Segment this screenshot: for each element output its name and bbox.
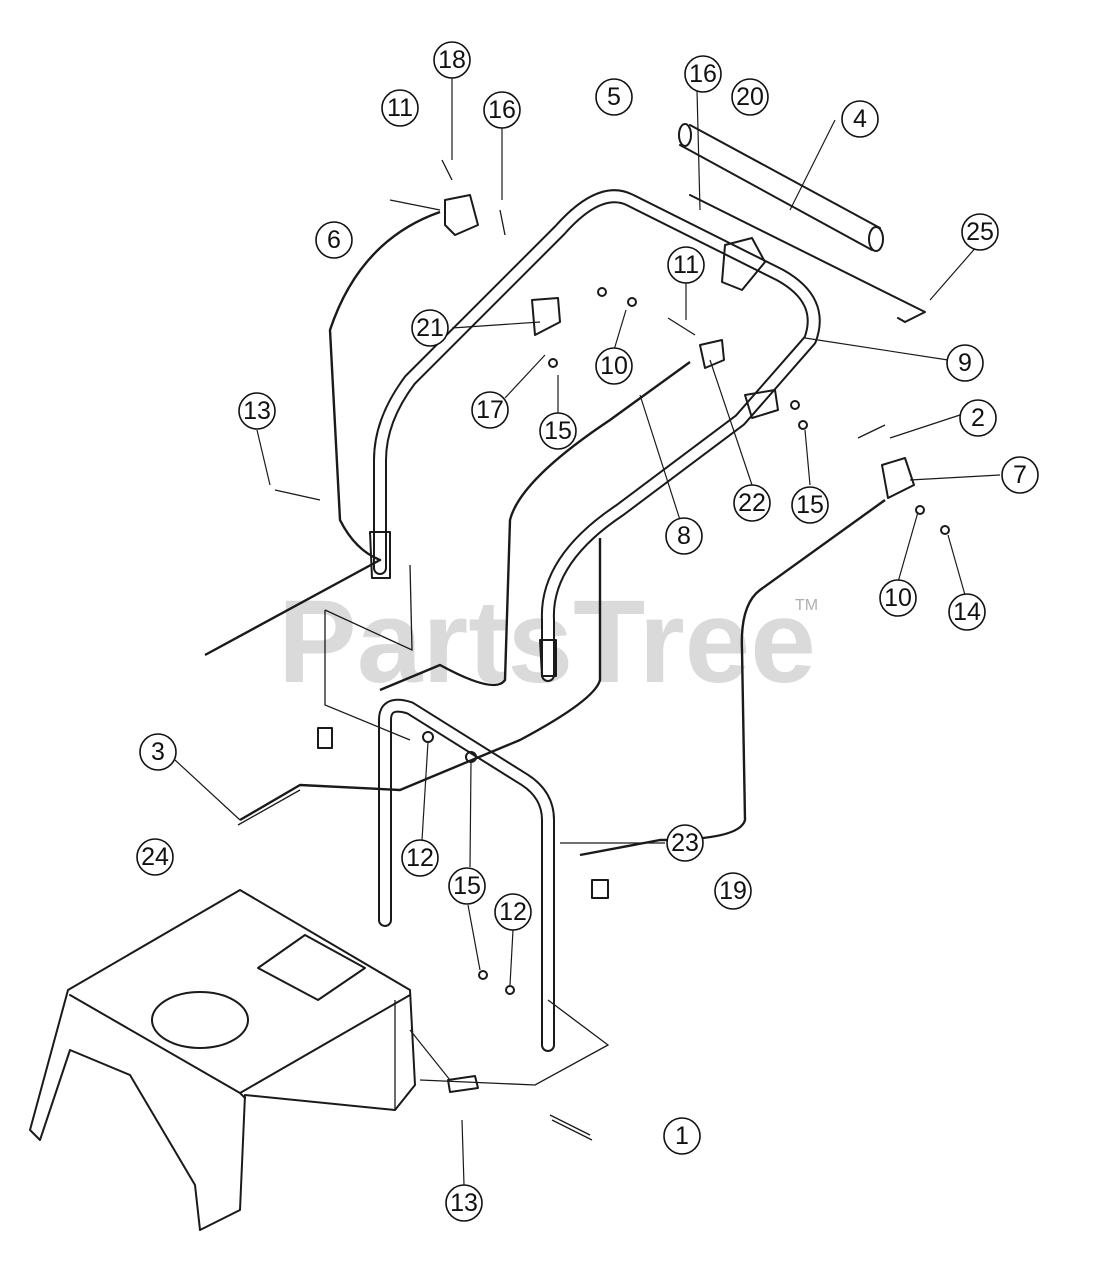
svg-text:19: 19 <box>719 877 747 905</box>
svg-text:12: 12 <box>406 844 434 872</box>
svg-text:4: 4 <box>853 105 867 133</box>
bail-rod <box>689 194 926 323</box>
svg-text:15: 15 <box>453 872 481 900</box>
svg-text:21: 21 <box>416 314 444 342</box>
handle-grip-tube <box>678 123 884 252</box>
callout-3: 3 <box>139 733 177 771</box>
frame-housing <box>29 889 416 1231</box>
callout-9: 9 <box>946 344 984 382</box>
svg-text:11: 11 <box>673 251 699 279</box>
svg-text:3: 3 <box>151 738 165 766</box>
svg-text:16: 16 <box>488 96 516 124</box>
callout-15: 15 <box>791 486 829 524</box>
callout-25: 25 <box>961 213 999 251</box>
svg-text:24: 24 <box>141 843 169 871</box>
callout-6: 6 <box>315 221 353 259</box>
callout-21: 21 <box>411 309 449 347</box>
svg-text:12: 12 <box>499 898 527 926</box>
svg-text:18: 18 <box>438 46 466 74</box>
svg-text:20: 20 <box>736 83 764 111</box>
svg-text:1: 1 <box>675 1122 689 1150</box>
callout-1: 1 <box>663 1117 701 1155</box>
callout-19: 19 <box>714 872 752 910</box>
callout-13: 13 <box>238 392 276 430</box>
svg-text:13: 13 <box>243 397 271 425</box>
svg-text:7: 7 <box>1013 461 1027 489</box>
callout-22: 22 <box>733 484 771 522</box>
control-bracket <box>721 237 766 291</box>
hardware <box>237 159 950 1141</box>
callout-2: 2 <box>959 399 997 437</box>
callout-11: 11 <box>381 89 419 127</box>
svg-text:2: 2 <box>971 404 985 432</box>
svg-text:15: 15 <box>544 417 572 445</box>
callout-24: 24 <box>136 838 174 876</box>
svg-text:11: 11 <box>387 94 413 122</box>
callout-13: 13 <box>445 1184 483 1222</box>
callout-4: 4 <box>841 100 879 138</box>
callout-11: 11 <box>667 246 705 284</box>
svg-text:23: 23 <box>671 829 699 857</box>
callout-10: 10 <box>595 347 633 385</box>
svg-text:14: 14 <box>953 598 981 626</box>
svg-text:8: 8 <box>677 522 691 550</box>
callout-10: 10 <box>879 579 917 617</box>
svg-text:22: 22 <box>738 489 766 517</box>
callout-14: 14 <box>948 593 986 631</box>
svg-text:16: 16 <box>689 60 717 88</box>
watermark-trademark: TM <box>795 597 818 614</box>
callout-5: 5 <box>595 78 633 116</box>
callout-23: 23 <box>666 824 704 862</box>
callout-8: 8 <box>665 517 703 555</box>
callout-20: 20 <box>731 78 769 116</box>
callout-17: 17 <box>471 391 509 429</box>
svg-text:13: 13 <box>450 1189 478 1217</box>
assembly-guides <box>324 564 610 1086</box>
callout-12: 12 <box>494 893 532 931</box>
callout-16: 16 <box>684 55 722 93</box>
lower-handle <box>378 698 555 1052</box>
svg-text:25: 25 <box>966 218 994 246</box>
cables <box>204 210 886 857</box>
svg-text:10: 10 <box>600 352 628 380</box>
leader-lines <box>174 75 1001 1186</box>
callout-15: 15 <box>448 867 486 905</box>
callout-7: 7 <box>1001 456 1039 494</box>
svg-text:10: 10 <box>884 584 912 612</box>
callout-16: 16 <box>483 91 521 129</box>
callout-18: 18 <box>433 41 471 79</box>
callout-12: 12 <box>401 839 439 877</box>
svg-text:9: 9 <box>958 349 972 377</box>
svg-text:6: 6 <box>327 226 341 254</box>
callout-15: 15 <box>539 412 577 450</box>
svg-text:17: 17 <box>476 396 504 424</box>
svg-text:5: 5 <box>607 83 621 111</box>
upper-handle <box>369 189 821 682</box>
svg-text:15: 15 <box>796 491 824 519</box>
